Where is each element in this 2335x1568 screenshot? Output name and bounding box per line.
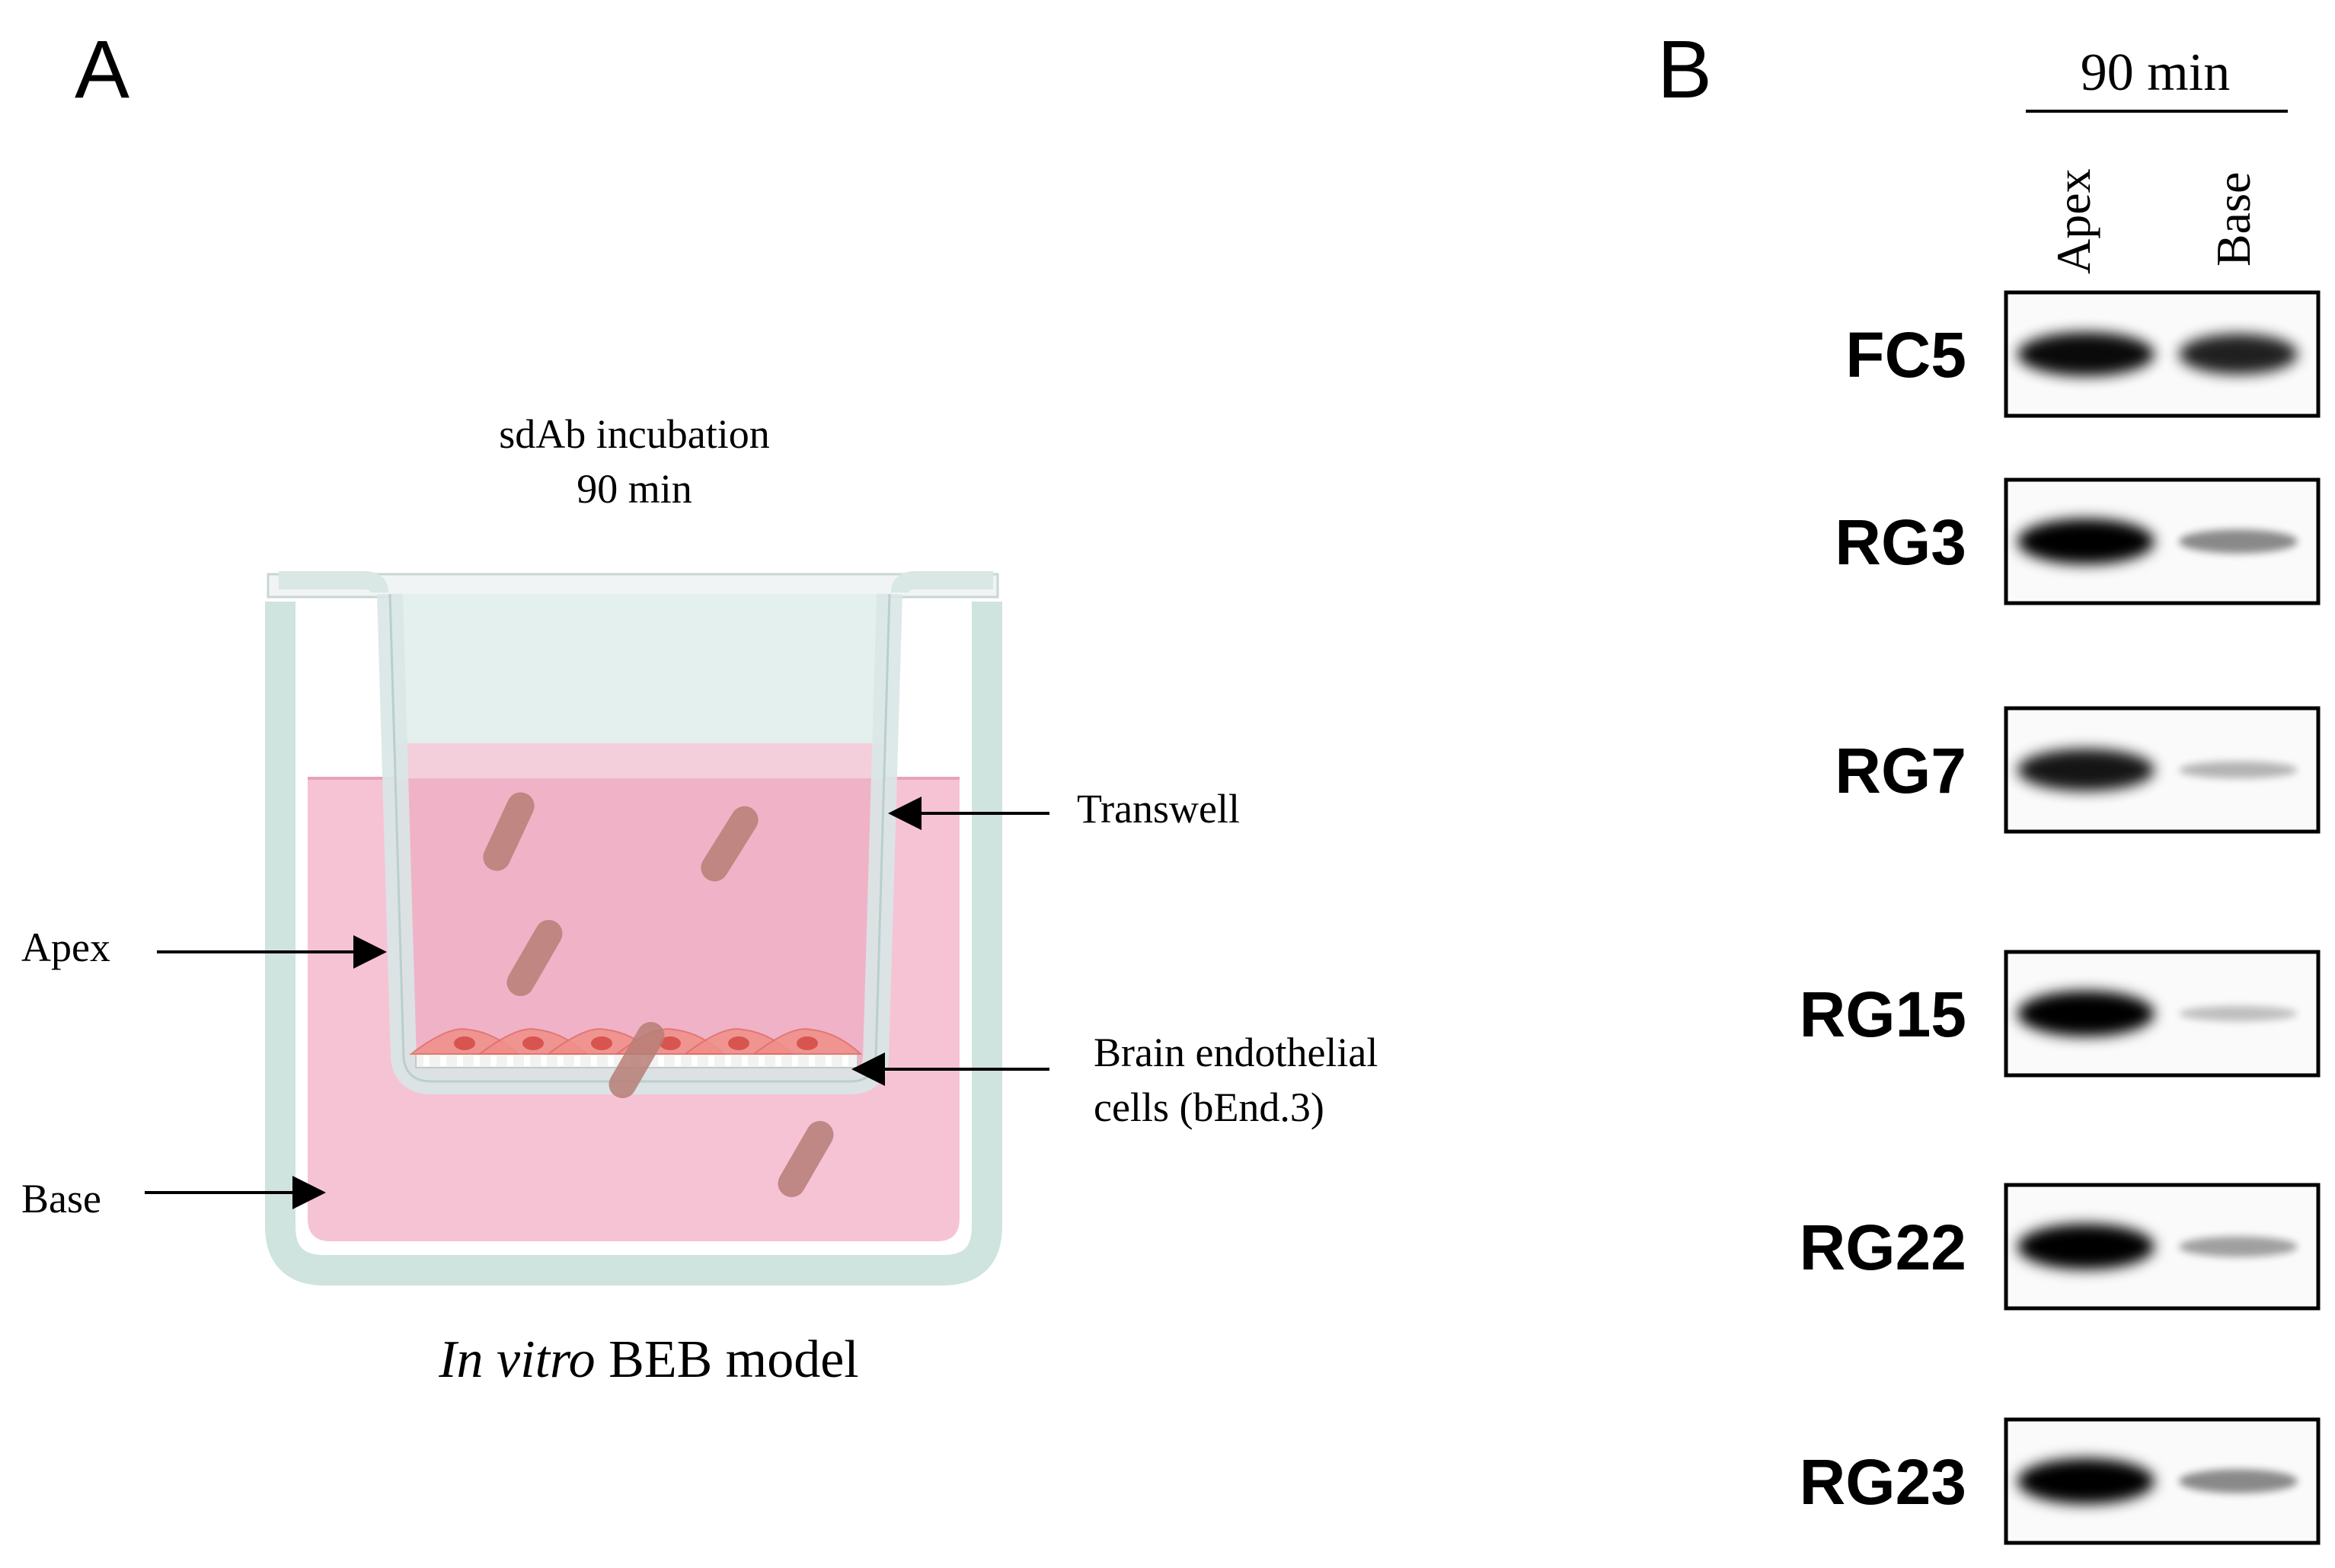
antibodies <box>483 792 834 1198</box>
membrane-pore <box>725 1055 731 1066</box>
membrane-pore <box>423 1055 430 1066</box>
band-apex <box>2017 749 2155 791</box>
band-apex <box>2017 332 2155 376</box>
lane-label-apex: Apex <box>2046 168 2100 274</box>
band-apex <box>2017 1224 2155 1269</box>
blot-label: RG15 <box>1800 979 1966 1050</box>
apex-label: Apex <box>21 925 110 970</box>
incubation-label: sdAb incubation <box>499 411 769 457</box>
apex-medium <box>390 743 890 1081</box>
blot-row-rg7: RG7 <box>1835 706 2321 834</box>
band-apex <box>2017 1458 2155 1504</box>
blot-label: RG22 <box>1800 1212 1966 1283</box>
band-apex <box>2017 991 2155 1036</box>
membrane-pore <box>490 1055 497 1066</box>
membrane-pore <box>675 1055 681 1066</box>
panel-a-letter: A <box>75 23 129 115</box>
membrane-pore <box>692 1055 698 1066</box>
membrane-pore <box>658 1055 664 1066</box>
annotations <box>145 797 1049 1209</box>
membrane <box>415 1053 858 1068</box>
membrane-pore <box>474 1055 480 1066</box>
endothelial-label-line2: cells (bEnd.3) <box>1094 1084 1324 1130</box>
model-caption-italic: In vitro <box>438 1330 595 1389</box>
membrane-pore <box>557 1055 564 1066</box>
blot-row-rg22: RG22 <box>1800 1183 2321 1311</box>
blot-label: FC5 <box>1845 319 1966 391</box>
insert-flange-left <box>279 571 388 593</box>
antibody <box>506 919 563 997</box>
antibody <box>778 1120 834 1198</box>
band-base <box>2179 1005 2298 1022</box>
membrane-pore <box>809 1055 815 1066</box>
model-caption-rest: BEB model <box>596 1330 859 1389</box>
blot-label: RG23 <box>1800 1446 1966 1518</box>
membrane-pore <box>524 1055 530 1066</box>
incubation-time: 90 min <box>577 466 692 512</box>
membrane-pore <box>574 1055 580 1066</box>
lane-label-base: Base <box>2206 172 2260 267</box>
membrane-pore <box>457 1055 463 1066</box>
membrane-pore <box>759 1055 765 1066</box>
blot-label: RG7 <box>1835 735 1966 806</box>
panel-a: A sdAb incubation 90 min <box>21 23 1378 1389</box>
blot-row-fc5: FC5 <box>1845 290 2321 418</box>
membrane-pore <box>775 1055 781 1066</box>
membrane-pore <box>792 1055 798 1066</box>
endothelial-cell <box>752 1028 863 1055</box>
band-base <box>2179 529 2298 554</box>
membrane-pore <box>591 1055 597 1066</box>
membrane-pore <box>541 1055 547 1066</box>
antibody <box>609 1021 665 1099</box>
band-base <box>2179 334 2298 375</box>
well-rim <box>267 573 999 599</box>
membrane-pore <box>440 1055 446 1066</box>
antibody <box>483 792 535 871</box>
membrane-pore <box>742 1055 748 1066</box>
band-apex <box>2017 519 2155 564</box>
membrane-pore <box>608 1055 614 1066</box>
membrane-pore <box>842 1055 848 1066</box>
base-label: Base <box>21 1176 101 1222</box>
blot-row-rg23: RG23 <box>1800 1417 2321 1545</box>
antibody <box>701 806 759 882</box>
well-diagram <box>265 571 1002 1285</box>
membrane-pore <box>507 1055 513 1066</box>
transwell-label: Transwell <box>1077 786 1240 832</box>
band-base <box>2179 761 2298 779</box>
blot-label: RG3 <box>1835 506 1966 578</box>
model-caption: In vitro BEB model <box>438 1330 859 1389</box>
membrane-pore <box>826 1055 832 1066</box>
insert-flange-right <box>891 571 993 593</box>
panel-b-letter: B <box>1657 23 1712 115</box>
well-wall <box>265 602 1002 1285</box>
membrane-pore <box>708 1055 714 1066</box>
band-base <box>2179 1469 2298 1493</box>
time-header: 90 min <box>2081 43 2230 102</box>
blot-row-rg15: RG15 <box>1800 950 2321 1078</box>
band-base <box>2179 1236 2298 1257</box>
endothelial-label-line1: Brain endothelial <box>1094 1030 1378 1075</box>
blot-row-rg3: RG3 <box>1835 477 2321 605</box>
